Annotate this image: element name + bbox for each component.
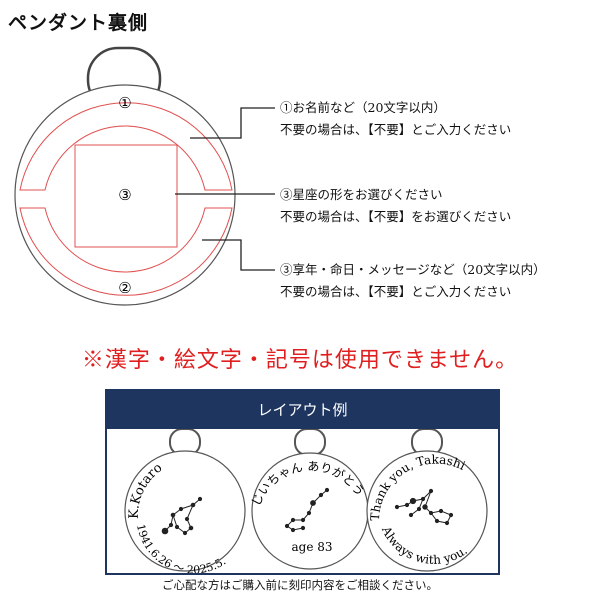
top-engraving-area xyxy=(19,102,233,191)
leader-line-1 xyxy=(190,107,275,139)
note-message-line1: ③享年・命日・メッセージなど（20文字以内） xyxy=(280,262,546,277)
center-engraving-area xyxy=(74,144,178,248)
footer-note: ご心配な方はご購入前に刻印内容をご相談ください。 xyxy=(162,578,438,592)
layout-example-panel: レイアウト例 K.Kotaro 1941.6.26 ～ 2025.5.10 xyxy=(105,389,500,575)
note-name-line2: 不要の場合は、【不要】とご入力ください xyxy=(280,122,512,137)
example-2-constellation xyxy=(284,487,330,533)
example-2-bottom-text: age 83 xyxy=(291,540,332,554)
example-pendant-2: じいちゃん ありがとう age 83 xyxy=(249,429,369,570)
note-constellation: ③星座の形をお選びください 不要の場合は、【不要】をお選びください xyxy=(280,184,511,228)
marker-3: ③ xyxy=(118,186,131,204)
note-constellation-line2: 不要の場合は、【不要】をお選びください xyxy=(280,209,512,224)
pendant-diagram: ① ③ ② xyxy=(14,46,275,306)
note-name: ①お名前など（20文字以内） 不要の場合は、【不要】とご入力ください xyxy=(280,97,511,141)
marker-1: ① xyxy=(118,94,131,112)
example-pendant-1: K.Kotaro 1941.6.26 ～ 2025.5.10 xyxy=(107,429,246,573)
marker-2: ② xyxy=(118,279,131,297)
layout-example-pendants: K.Kotaro 1941.6.26 ～ 2025.5.10 じいちゃん ありが… xyxy=(107,429,488,573)
pendant-outline xyxy=(14,84,236,306)
warning-text: ※漢字・絵文字・記号は使用できません。 xyxy=(81,348,519,373)
page-title: ペンダント裏側 xyxy=(8,12,149,34)
note-message: ③享年・命日・メッセージなど（20文字以内） 不要の場合は、【不要】とご入力くだ… xyxy=(280,259,546,303)
example-3-constellation xyxy=(394,488,454,526)
example-pendant-3: Thank you, Takashi Always with you. xyxy=(366,429,488,572)
leader-line-2 xyxy=(202,239,275,271)
example-1-constellation xyxy=(161,496,203,536)
note-message-line2: 不要の場合は、【不要】とご入力ください xyxy=(280,284,512,299)
note-constellation-line1: ③星座の形をお選びください xyxy=(280,187,443,202)
layout-example-header: レイアウト例 xyxy=(107,391,498,429)
note-name-line1: ①お名前など（20文字以内） xyxy=(280,100,446,115)
bottom-engraving-area xyxy=(19,207,233,296)
